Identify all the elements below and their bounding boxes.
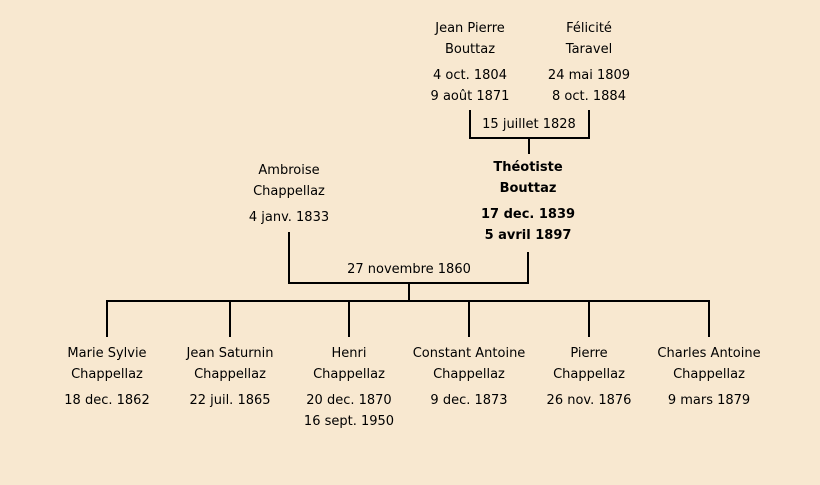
birth-date: 20 dec. 1870 <box>306 393 392 408</box>
person-name-line: Chappellaz <box>433 367 505 382</box>
connector-child-drop <box>106 302 108 337</box>
birth-date: 9 dec. 1873 <box>430 393 508 408</box>
birth-date: 4 janv. 1833 <box>248 210 330 225</box>
death-date: 9 août 1871 <box>430 89 510 104</box>
person-name-line: Chappellaz <box>313 367 385 382</box>
person-child-4: Constant Antoine Chappellaz 9 dec. 1873 <box>413 343 526 411</box>
marriage-date-label: 15 juillet 1828 <box>482 117 576 132</box>
person-name-line: Charles Antoine <box>657 346 761 361</box>
person-name-line: Constant Antoine <box>412 346 526 361</box>
person-child-5: Pierre Chappellaz 26 nov. 1876 <box>547 343 632 411</box>
death-date: 16 sept. 1950 <box>303 414 395 429</box>
person-name-line: Chappellaz <box>71 367 143 382</box>
person-grandmother: Félicité Taravel 24 mai 1809 8 oct. 1884 <box>548 18 630 107</box>
birth-date: 4 oct. 1804 <box>433 68 507 83</box>
death-date: 8 oct. 1884 <box>552 89 626 104</box>
connector-children-rail <box>106 300 710 302</box>
person-father: Ambroise Chappellaz 4 janv. 1833 <box>249 160 329 228</box>
birth-date: 24 mai 1809 <box>547 68 631 83</box>
person-child-6: Charles Antoine Chappellaz 9 mars 1879 <box>657 343 760 411</box>
marriage-date-label: 27 novembre 1860 <box>347 262 471 277</box>
connector-grandfather-drop <box>469 110 471 139</box>
person-name-line: Chappellaz <box>253 184 325 199</box>
person-name-line: Théotiste <box>493 160 563 175</box>
person-name-line: Bouttaz <box>444 42 496 57</box>
birth-date: 17 dec. 1839 <box>480 207 576 222</box>
person-name-line: Chappellaz <box>194 367 266 382</box>
connector-child-drop <box>348 302 350 337</box>
person-name-line: Jean Saturnin <box>186 346 274 361</box>
person-name-line: Pierre <box>570 346 608 361</box>
person-child-1: Marie Sylvie Chappellaz 18 dec. 1862 <box>64 343 149 411</box>
person-name-line: Jean Pierre <box>435 21 505 36</box>
person-name-line: Marie Sylvie <box>67 346 147 361</box>
connector-mother-drop <box>527 252 529 284</box>
person-child-2: Jean Saturnin Chappellaz 22 juil. 1865 <box>187 343 274 411</box>
person-name-line: Ambroise <box>258 163 320 178</box>
person-child-3: Henri Chappellaz 20 dec. 1870 16 sept. 1… <box>304 343 394 432</box>
connector-child-drop <box>588 302 590 337</box>
person-name-line: Bouttaz <box>499 181 557 196</box>
birth-date: 26 nov. 1876 <box>546 393 632 408</box>
connector-father-drop <box>288 232 290 284</box>
person-name-line: Taravel <box>565 42 613 57</box>
connector-marriage1-child-drop <box>528 139 530 154</box>
connector-marriage2-child-drop <box>408 284 410 300</box>
person-name-line: Henri <box>331 346 367 361</box>
connector-marriage2-bar <box>288 282 529 284</box>
connector-child-drop <box>708 302 710 337</box>
birth-date: 18 dec. 1862 <box>64 393 150 408</box>
connector-child-drop <box>229 302 231 337</box>
birth-date: 9 mars 1879 <box>667 393 751 408</box>
person-grandfather: Jean Pierre Bouttaz 4 oct. 1804 9 août 1… <box>431 18 510 107</box>
connector-child-drop <box>468 302 470 337</box>
person-name-line: Chappellaz <box>673 367 745 382</box>
connector-grandmother-drop <box>588 110 590 139</box>
death-date: 5 avril 1897 <box>484 228 572 243</box>
person-name-line: Félicité <box>566 21 612 36</box>
person-name-line: Chappellaz <box>553 367 625 382</box>
connector-marriage1-bar <box>469 137 590 139</box>
birth-date: 22 juil. 1865 <box>189 393 271 408</box>
person-mother: Théotiste Bouttaz 17 dec. 1839 5 avril 1… <box>481 157 575 246</box>
